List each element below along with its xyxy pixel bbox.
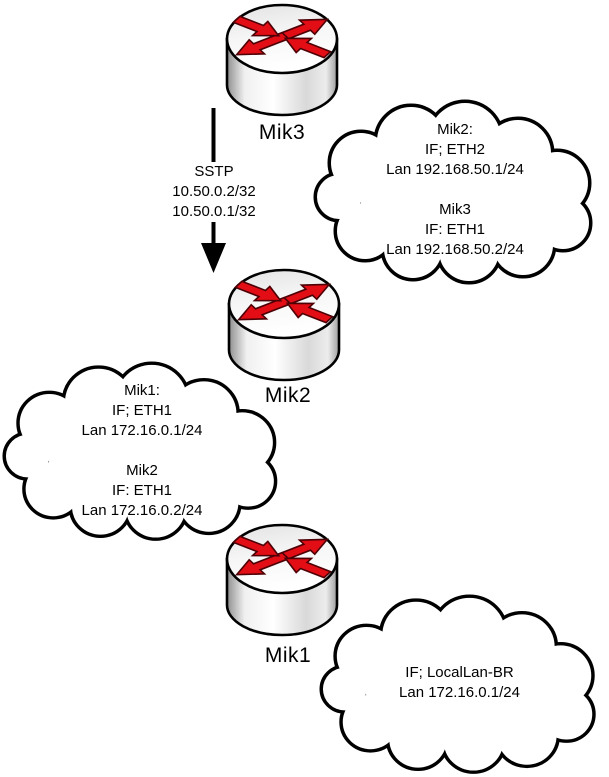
tunnel-address-2: 10.50.0.1/32 [172,203,256,220]
router-label-mik2: Mik2 [264,384,312,407]
cloud-line: Lan 192.168.50.1/24 [386,161,524,178]
router-label-mik3: Mik3 [258,121,306,144]
cloud-line: Lan 192.168.50.2/24 [386,241,524,258]
cloud-line: Mik2: [437,121,473,138]
tunnel-protocol: SSTP [194,163,234,180]
cloud-line: IF; ETH2 [424,141,485,158]
cloud-text-lan-mik1-mik2: Mik1: IF; ETH1 Lan 172.16.0.1/24 Mik2 IF… [2,381,282,521]
tunnel-annotation: SSTP 10.50.0.2/32 10.50.0.1/32 [155,162,273,222]
cloud-line: Mik1: [124,382,160,399]
cloud-line: Lan 172.16.0.1/24 [81,422,203,439]
cloud-line: Lan 172.16.0.2/24 [81,502,203,519]
cloud-line: IF; LocalLan-BR [405,664,514,681]
cloud-line: Mik2 [126,462,158,479]
router-mik2-icon [227,268,341,382]
router-mik3-icon [225,3,339,117]
router-mik1-icon [225,523,339,637]
cloud-line: IF; ETH1 [111,402,172,419]
cloud-text-wan-mik2-mik3: Mik2: IF; ETH2 Lan 192.168.50.1/24 Mik3 … [313,120,597,260]
tunnel-address-1: 10.50.0.2/32 [172,183,256,200]
cloud-line [313,180,597,200]
arrowhead-down [201,243,226,273]
cloud-text-local-lan: IF; LocalLan-BR Lan 172.16.0.1/24 [319,663,600,703]
router-label-mik1: Mik1 [264,644,312,667]
cloud-line [2,441,282,461]
cloud-line: Mik3 [439,201,471,218]
cloud-line: IF: ETH1 [424,221,485,238]
cloud-line: IF: ETH1 [111,482,172,499]
cloud-line: Lan 172.16.0.1/24 [399,684,520,701]
